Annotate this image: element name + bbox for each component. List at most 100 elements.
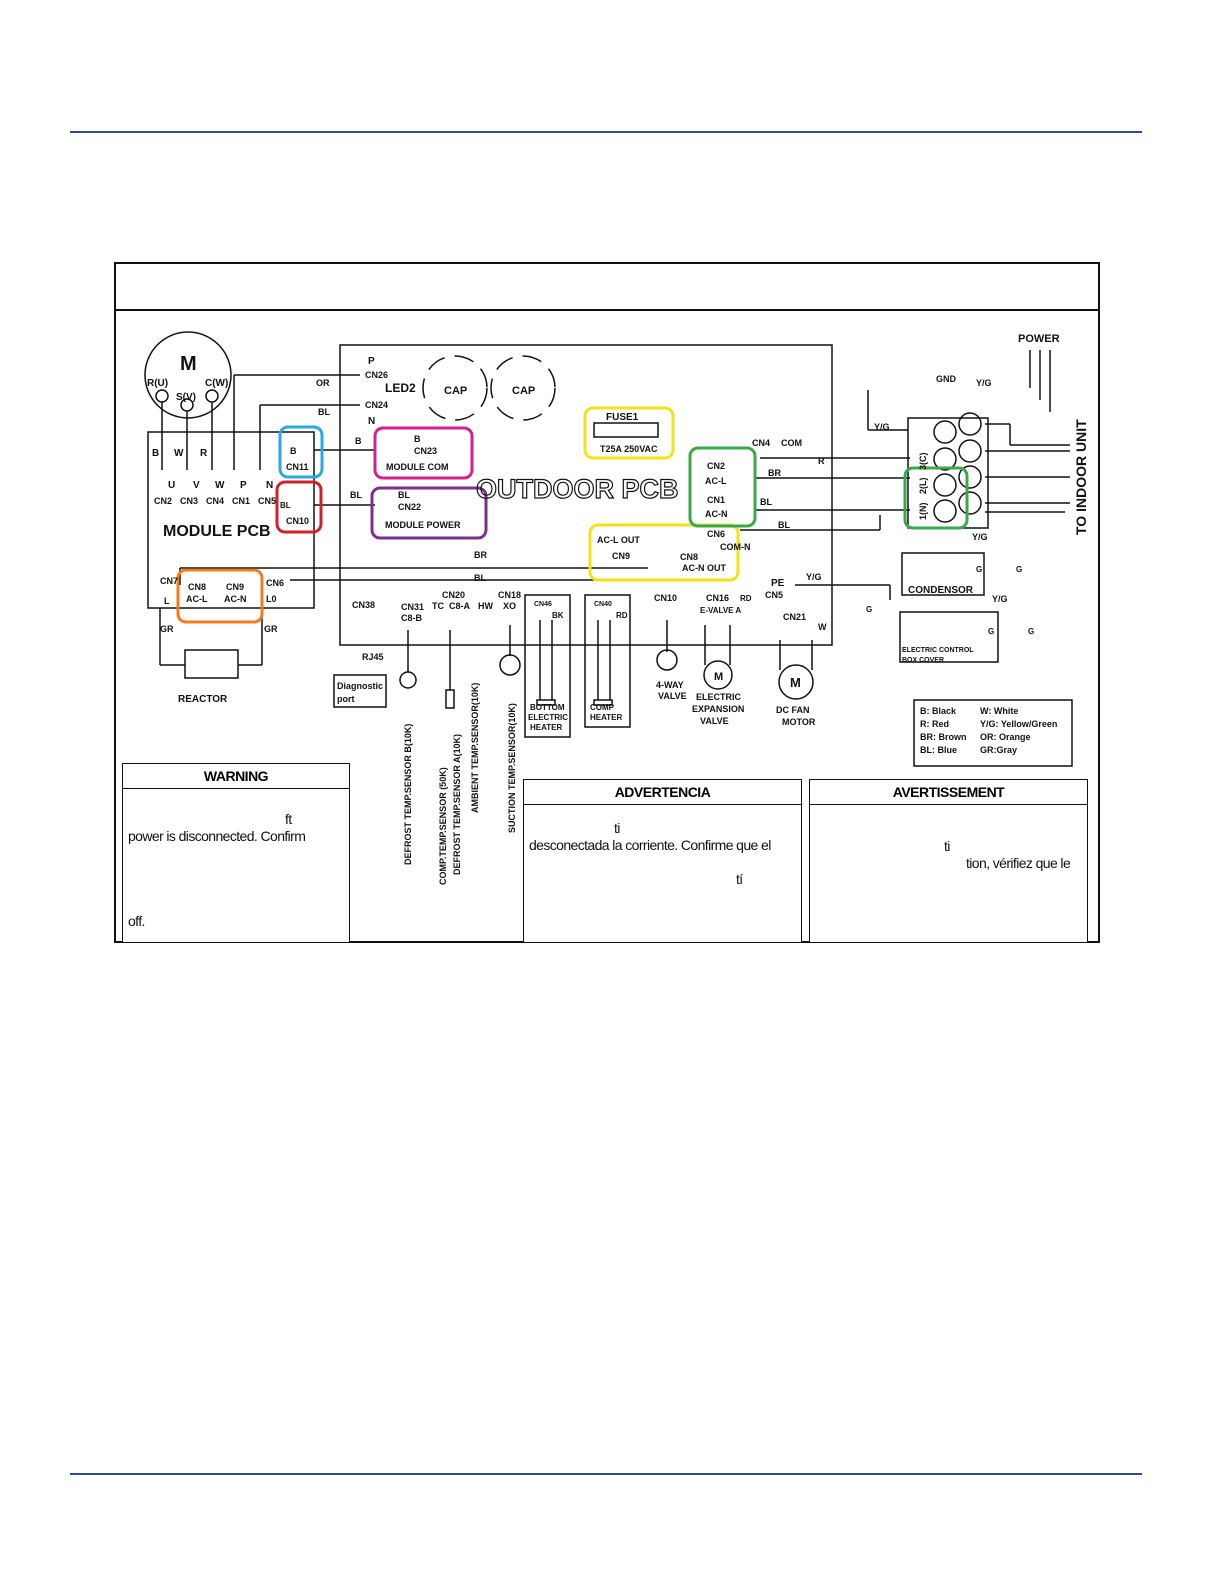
cn10-bl: BL xyxy=(280,501,291,510)
c8a-label: C8-A xyxy=(449,601,471,611)
acl-label: AC-L xyxy=(705,476,727,486)
cn11-b: B xyxy=(290,446,297,456)
reactor-wire-right: GR xyxy=(264,624,278,634)
warning-en-frag-2: power is disconnected. Confirm xyxy=(128,828,306,844)
legend-yellow-green: Y/G: Yellow/Green xyxy=(980,719,1057,729)
legend-white: W: White xyxy=(980,706,1018,716)
warning-box-en: WARNING xyxy=(122,763,350,943)
bottom-heater-2: ELECTRIC xyxy=(528,713,568,722)
outdoor-pcb-board xyxy=(339,344,833,646)
wire-or: OR xyxy=(316,378,330,388)
top-rule xyxy=(70,131,1142,133)
cn1-label: CN1 xyxy=(707,495,725,505)
module-com-label: MODULE COM xyxy=(386,462,449,472)
cn4-label: CN4 xyxy=(752,438,770,448)
cn23-b: B xyxy=(414,434,421,444)
reactor-wire-left: GR xyxy=(160,624,174,634)
cn2-mod: CN2 xyxy=(154,496,172,506)
highlight-cn11 xyxy=(278,425,324,479)
cn18-label: CN18 xyxy=(498,590,521,600)
wire-r: R xyxy=(200,448,208,459)
cn46-label: CN46 xyxy=(534,601,552,608)
highlight-cn2-cn1 xyxy=(688,446,757,528)
g-5: G xyxy=(866,605,872,614)
ambient-label: AMBIENT TEMP.SENSOR(10K) xyxy=(470,683,480,813)
wire-b: B xyxy=(152,448,159,459)
wire-bl-acn: BL xyxy=(760,497,772,507)
comp-sensor-label: COMP.TEMP.SENSOR (50K) xyxy=(438,767,448,885)
acn-label: AC-N xyxy=(705,509,728,519)
bottom-heater-3: HEATER xyxy=(530,723,563,732)
highlight-cn10 xyxy=(275,480,323,534)
yg-top-label: Y/G xyxy=(976,378,992,388)
led2: LED2 xyxy=(385,381,416,395)
reactor-label: REACTOR xyxy=(178,694,228,705)
terminal-3c: 3(C) xyxy=(918,452,928,470)
pcb-n: N xyxy=(368,416,375,427)
cn6-l0: L0 xyxy=(266,594,277,604)
module-pcb-board xyxy=(147,431,315,609)
cap-1 xyxy=(422,355,488,421)
wire-bl-comn: BL xyxy=(778,520,790,530)
acn-out-label: AC-N OUT xyxy=(682,563,726,573)
legend-brown: BR: Brown xyxy=(920,732,967,742)
motor-terminal-r: R(U) xyxy=(147,378,168,389)
term-p: P xyxy=(240,480,247,491)
evalve-label: E-VALVE A xyxy=(700,606,741,615)
fuse-label: FUSE1 xyxy=(606,412,639,423)
cn40-label: CN40 xyxy=(594,601,612,608)
defrost-a-label: DEFROST TEMP.SENSOR A(10K) xyxy=(452,734,462,875)
cn24: CN24 xyxy=(365,400,388,410)
motor-terminal-c: C(W) xyxy=(205,378,228,389)
cap-2 xyxy=(490,355,556,421)
warning-title-fr: AVERTISSEMENT xyxy=(810,780,1087,805)
legend-red: R: Red xyxy=(920,719,949,729)
highlight-ac-out xyxy=(588,523,740,582)
xo-label: XO xyxy=(503,601,516,611)
comp-heater-1: COMP xyxy=(590,703,615,712)
warning-es-frag-1: ti xyxy=(614,820,620,836)
cn10-label: CN10 xyxy=(286,516,309,526)
eev-m: M xyxy=(714,671,723,683)
hw-label: HW xyxy=(478,601,493,611)
warning-box-es: ADVERTENCIA xyxy=(523,779,802,943)
compressor-motor xyxy=(144,331,232,419)
motor-label: M xyxy=(180,353,197,375)
legend-gray: GR:Gray xyxy=(980,745,1017,755)
warning-box-fr: AVERTISSEMENT xyxy=(809,779,1088,943)
wire-br-long: BR xyxy=(474,550,487,560)
diagnostic-port-label-2: port xyxy=(337,694,355,704)
gnd-label: GND xyxy=(936,374,957,384)
com-n-label: COM-N xyxy=(720,542,751,552)
cn3-mod: CN3 xyxy=(180,496,198,506)
cn8-acl: AC-L xyxy=(186,594,208,604)
wire-bl-top: BL xyxy=(318,407,330,417)
eev-2: EXPANSION xyxy=(692,704,744,714)
c8b-label: C8-B xyxy=(401,613,423,623)
bottom-rule xyxy=(70,1473,1142,1475)
module-power-label: MODULE POWER xyxy=(385,520,461,530)
suction-label: SUCTION TEMP.SENSOR(10K) xyxy=(507,703,517,833)
cn9-pcb-label: CN9 xyxy=(612,551,630,561)
wire-w-fan: W xyxy=(818,622,827,632)
highlight-cn23 xyxy=(373,426,474,480)
cn10-bottom-label: CN10 xyxy=(654,593,677,603)
cn11-label: CN11 xyxy=(286,462,309,472)
condensor-label: CONDENSOR xyxy=(908,585,974,596)
wire-bl-long: BL xyxy=(474,573,486,583)
acl-out-label: AC-L OUT xyxy=(597,535,640,545)
legend-black: B: Black xyxy=(920,706,957,716)
outdoor-pcb-title: OUTDOOR PCB xyxy=(476,474,679,504)
pcb-p: P xyxy=(368,356,375,367)
cn20-label: CN20 xyxy=(442,590,465,600)
comp-heater-2: HEATER xyxy=(590,713,623,722)
cn22-bl: BL xyxy=(398,490,410,500)
diagnostic-port-label: Diagnostic xyxy=(337,681,383,691)
warning-en-frag-3: off. xyxy=(128,913,145,929)
fuse-rating: T25A 250VAC xyxy=(600,444,658,454)
wire-rd-cn40: RD xyxy=(616,611,628,620)
cn26: CN26 xyxy=(365,370,388,380)
bottom-heater-1: BOTTOM xyxy=(530,703,565,712)
term-w: W xyxy=(215,480,225,491)
